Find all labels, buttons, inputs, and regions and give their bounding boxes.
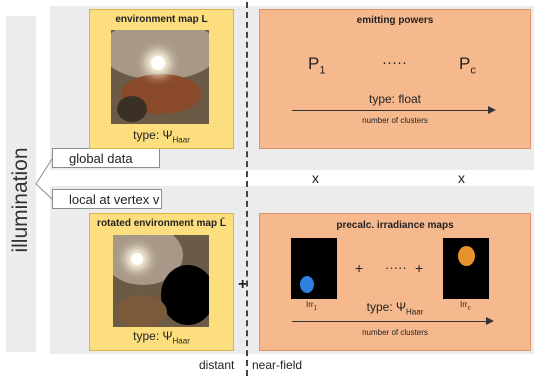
irradiance-maps-box: precalc. irradiance maps + ····· + Irr1 … bbox=[259, 213, 531, 351]
irradiance-axis-label: number of clusters bbox=[362, 328, 428, 337]
irr-c-sub: c bbox=[467, 305, 471, 312]
near-field-label: near-field bbox=[252, 358, 303, 372]
irradiance-type: type: ΨHaar bbox=[260, 300, 530, 316]
environment-map-type-sub: Haar bbox=[172, 135, 190, 145]
power-p1-sub: 1 bbox=[319, 64, 326, 77]
irradiance-arrow-line bbox=[292, 321, 488, 322]
multiply-sign-1: x bbox=[312, 170, 319, 186]
irradiance-maps-title: precalc. irradiance maps bbox=[336, 220, 454, 231]
irradiance-arrow-head bbox=[486, 317, 494, 325]
distant-nearfield-divider bbox=[246, 2, 248, 376]
global-data-label: global data bbox=[52, 148, 160, 168]
irr-dots: ····· bbox=[385, 260, 407, 275]
power-pc-sub: c bbox=[470, 64, 476, 77]
irr-c-text: Irr bbox=[460, 300, 468, 309]
emitting-powers-box: emitting powers P1 ····· Pc type: float … bbox=[259, 9, 531, 149]
rotated-map-type: type: ΨHaar bbox=[90, 329, 233, 345]
multiply-sign-2: x bbox=[458, 170, 465, 186]
environment-map-box: environment map L type: ΨHaar bbox=[89, 9, 234, 149]
irr-plus-2: + bbox=[415, 260, 424, 276]
power-dots: ····· bbox=[382, 54, 407, 71]
power-p1: P1 bbox=[308, 54, 325, 76]
rotated-environment-map-title: rotated environment map L̄ bbox=[97, 218, 226, 229]
emitting-axis-label: number of clusters bbox=[362, 116, 428, 125]
rotated-map-type-sub: Haar bbox=[172, 336, 190, 346]
environment-map-type: type: ΨHaar bbox=[90, 128, 233, 144]
plus-sign-main: + bbox=[238, 276, 248, 293]
irradiance-map-1 bbox=[291, 238, 337, 299]
irr-plus-1: + bbox=[355, 260, 364, 276]
local-vertex-text: local at vertex v bbox=[69, 192, 160, 207]
irr-1-sub: 1 bbox=[313, 305, 317, 312]
rotated-environment-map-image bbox=[113, 235, 209, 327]
local-vertex-label: local at vertex v bbox=[52, 189, 162, 209]
global-data-text: global data bbox=[69, 151, 133, 166]
irr-c-label: Irrc bbox=[460, 300, 471, 312]
distant-label: distant bbox=[199, 358, 235, 372]
environment-map-type-text: type: Ψ bbox=[133, 128, 173, 142]
emitting-type: type: float bbox=[368, 92, 422, 106]
irradiance-type-text: type: Ψ bbox=[366, 300, 407, 314]
irradiance-type-sub: Haar bbox=[406, 307, 424, 317]
illumination-side-panel: illumination bbox=[6, 16, 36, 352]
power-p1-letter: P bbox=[308, 54, 320, 73]
environment-map-image bbox=[111, 30, 209, 124]
irr-1-text: Irr bbox=[306, 300, 314, 309]
power-pc: Pc bbox=[459, 54, 476, 76]
emitting-arrow-head bbox=[488, 106, 496, 114]
emitting-powers-title: emitting powers bbox=[356, 15, 434, 26]
environment-map-title: environment map L bbox=[115, 14, 208, 25]
power-pc-letter: P bbox=[459, 54, 471, 73]
irr-1-label: Irr1 bbox=[306, 300, 317, 312]
emitting-arrow-line bbox=[292, 110, 489, 111]
rotated-map-type-text: type: Ψ bbox=[133, 329, 173, 343]
irradiance-map-c bbox=[443, 238, 489, 299]
rotated-environment-map-box: rotated environment map L̄ type: ΨHaar bbox=[89, 213, 234, 351]
